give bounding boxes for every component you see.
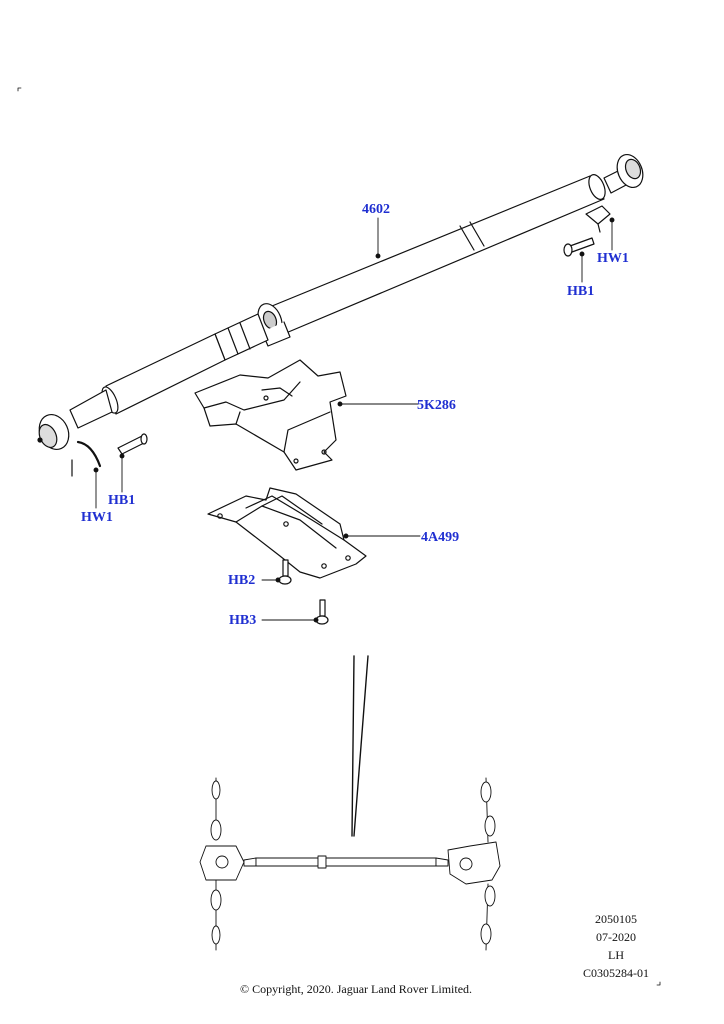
callout-hb1-left: HB1 bbox=[108, 493, 136, 508]
diagram-metadata: 2050105 07-2020 LH C0305284-01 bbox=[576, 910, 656, 982]
callout-hb2: HB2 bbox=[228, 573, 256, 588]
leader-lines bbox=[93, 217, 615, 623]
callout-5k286: 5K286 bbox=[417, 398, 456, 413]
hb1-bolt-left bbox=[117, 433, 148, 455]
metadata-date: 07-2020 bbox=[596, 930, 636, 944]
callout-4a499: 4A499 bbox=[421, 530, 460, 545]
callout-hb3: HB3 bbox=[229, 613, 257, 628]
callout-hw1-left: HW1 bbox=[81, 510, 113, 525]
callout-hb1-right: HB1 bbox=[567, 284, 595, 299]
crossmember-bracket bbox=[207, 487, 367, 579]
hw1-clip-left bbox=[71, 440, 102, 477]
callout-hw1-right: HW1 bbox=[597, 251, 629, 266]
drivetrain-overview bbox=[199, 777, 501, 951]
propeller-shaft bbox=[37, 154, 644, 451]
metadata-side: LH bbox=[608, 948, 624, 962]
metadata-code: 2050105 bbox=[595, 912, 637, 926]
metadata-illustration-id: C0305284-01 bbox=[583, 966, 649, 980]
copyright-notice: © Copyright, 2020. Jaguar Land Rover Lim… bbox=[239, 982, 473, 996]
hb1-bolt-right bbox=[563, 237, 595, 257]
callout-4602: 4602 bbox=[362, 202, 390, 217]
hw1-clip-right bbox=[585, 205, 611, 233]
heat-shield bbox=[194, 359, 347, 471]
